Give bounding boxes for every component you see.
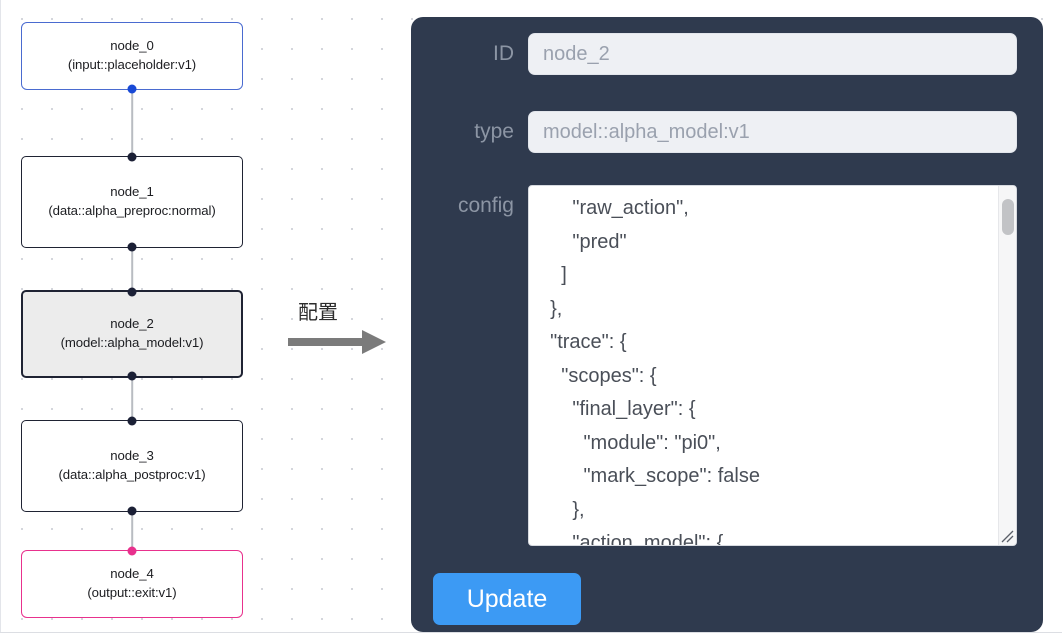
node-title: node_4 bbox=[110, 566, 154, 582]
field-row-config: config "raw_action", "pred" ] }, "trace"… bbox=[426, 185, 1017, 546]
edge-node2-node3 bbox=[131, 378, 133, 420]
node-title: node_2 bbox=[110, 316, 154, 332]
node-subtitle: (data::alpha_preproc:normal) bbox=[48, 203, 216, 218]
node-node_3[interactable]: node_3 (data::alpha_postproc:v1) bbox=[21, 416, 243, 516]
node-title: node_3 bbox=[110, 448, 154, 464]
config-label: config bbox=[457, 194, 514, 217]
edge-node0-node1 bbox=[131, 90, 133, 156]
id-label: ID bbox=[493, 42, 514, 65]
node-handle-source[interactable] bbox=[127, 242, 137, 252]
edge-node1-node2 bbox=[131, 248, 133, 290]
canvas-left-border bbox=[0, 0, 1, 632]
node-handle-target[interactable] bbox=[127, 152, 137, 162]
node-config-panel: ID node_2 type model::alpha_model:v1 con… bbox=[411, 17, 1043, 632]
config-textarea[interactable]: "raw_action", "pred" ] }, "trace": { "sc… bbox=[528, 185, 1017, 546]
node-handle-source[interactable] bbox=[127, 84, 137, 94]
node-node_0[interactable]: node_0 (input::placeholder:v1) bbox=[21, 22, 243, 94]
node-node_1[interactable]: node_1 (data::alpha_preproc:normal) bbox=[21, 152, 243, 252]
node-subtitle: (input::placeholder:v1) bbox=[67, 57, 197, 72]
node-subtitle: (model::alpha_model:v1) bbox=[60, 335, 204, 350]
node-node_4[interactable]: node_4 (output::exit:v1) bbox=[21, 546, 243, 618]
type-label: type bbox=[474, 120, 514, 143]
node-handle-target[interactable] bbox=[127, 416, 137, 426]
field-row-id: ID node_2 bbox=[426, 33, 1017, 75]
resize-grip-icon[interactable] bbox=[999, 528, 1015, 544]
annotation-group: 配置 bbox=[288, 296, 398, 356]
config-scrollbar-thumb[interactable] bbox=[1002, 199, 1014, 235]
node-handle-target[interactable] bbox=[127, 287, 137, 297]
config-text-content[interactable]: "raw_action", "pred" ] }, "trace": { "sc… bbox=[550, 197, 760, 546]
annotation-label: 配置 bbox=[298, 300, 338, 324]
right-arrow-icon bbox=[288, 330, 386, 354]
type-input[interactable]: model::alpha_model:v1 bbox=[528, 111, 1017, 153]
node-handle-source[interactable] bbox=[127, 371, 137, 381]
field-row-type: type model::alpha_model:v1 bbox=[426, 111, 1017, 153]
canvas-bottom-border bbox=[0, 632, 1062, 633]
node-handle-source[interactable] bbox=[127, 506, 137, 516]
edge-node3-node4 bbox=[131, 512, 133, 550]
id-input[interactable]: node_2 bbox=[528, 33, 1017, 75]
node-node_2[interactable]: node_2 (model::alpha_model:v1) bbox=[21, 287, 243, 381]
node-handle-target[interactable] bbox=[127, 546, 137, 556]
node-subtitle: (output::exit:v1) bbox=[87, 585, 177, 600]
node-subtitle: (data::alpha_postproc:v1) bbox=[58, 467, 206, 482]
config-scrollbar[interactable] bbox=[998, 186, 1016, 545]
node-title: node_1 bbox=[110, 184, 154, 200]
node-title: node_0 bbox=[110, 38, 154, 54]
update-button[interactable]: Update bbox=[433, 573, 581, 625]
